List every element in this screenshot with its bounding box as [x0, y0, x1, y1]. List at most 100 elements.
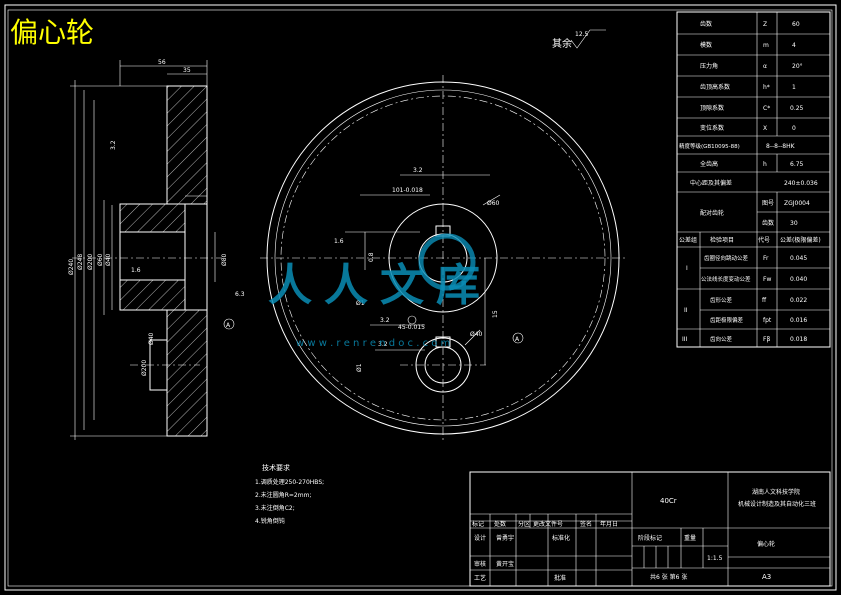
param-sym: h* — [763, 84, 770, 91]
mating-teeth: 30 — [790, 220, 798, 227]
param-val: 20° — [792, 63, 803, 70]
param-val: 4 — [792, 42, 796, 49]
dim-15: 15 — [492, 310, 499, 318]
param-name: 压力角 — [700, 62, 718, 70]
tb-reviewer: 黄开宝 — [496, 560, 514, 568]
dim-d1: Ø1 — [356, 300, 365, 307]
param-val: 8--8--8HK — [766, 143, 796, 150]
tol-item: 齿形公差 — [710, 296, 733, 304]
tol-group: III — [682, 336, 688, 343]
param-name: 模数 — [700, 41, 712, 49]
front-view — [260, 75, 626, 440]
dim-d60: Ø60 — [97, 253, 104, 266]
title-block — [469, 471, 831, 587]
param-val: 1 — [792, 84, 796, 91]
tb-approve: 批准 — [554, 574, 566, 582]
tb-size: A3 — [762, 573, 771, 581]
drawing-title: 偏心轮 — [10, 16, 94, 49]
tol-val: 0.022 — [790, 297, 807, 304]
dim-d248: Ø248 — [77, 254, 84, 270]
param-sym: m — [763, 42, 769, 49]
tb-material: 40Cr — [660, 497, 677, 505]
tb-project: 机械设计制造及其自动化三班 — [738, 500, 816, 508]
param-val: 60 — [792, 21, 800, 28]
dim-d80: Ø80 — [221, 253, 228, 266]
tol-group: II — [684, 307, 688, 314]
tol-header-item: 检验项目 — [710, 236, 734, 244]
dim-d1b: Ø1 — [356, 363, 363, 372]
tol-group: I — [686, 265, 688, 272]
tb-row-label: 签名 — [580, 520, 592, 528]
param-sym: C* — [763, 105, 770, 112]
datum-a-left: A — [226, 322, 231, 329]
tb-standard: 标准化 — [552, 534, 570, 542]
tol-val: 0.045 — [790, 255, 807, 262]
roughness-note: 其余 — [552, 37, 572, 50]
param-val: 0 — [792, 125, 796, 132]
param-sym: h — [763, 161, 767, 168]
param-val: 240±0.036 — [784, 180, 818, 187]
rough-3-2-front: 3.2 — [380, 317, 390, 324]
rough-6-3: 6.3 — [235, 291, 245, 298]
param-val: 6.75 — [790, 161, 804, 168]
dim-keyway2: 45-0.015 — [398, 324, 425, 331]
watermark-url: w w w . r e n r e n d o c . c o m — [296, 338, 450, 349]
dim-d60-front: Ø60 — [487, 200, 500, 207]
rough-top: 3.2 — [413, 167, 423, 174]
param-val: 0.25 — [790, 105, 804, 112]
param-name: 中心距及其偏差 — [690, 179, 732, 187]
param-name: 变位系数 — [700, 124, 724, 132]
rough-1-6-front: 1.6 — [334, 238, 344, 245]
section-view — [70, 60, 235, 440]
tol-header-val: 公差(极限偏差) — [780, 236, 821, 244]
tol-code: Fβ — [763, 336, 770, 343]
dim-d240: Ø240 — [68, 259, 75, 275]
roughness-value: 12.5 — [575, 31, 589, 38]
drawing-inner-frame — [7, 9, 833, 587]
datum-a-front: A — [515, 336, 520, 343]
dim-d40: Ø40 — [105, 253, 112, 266]
dim-keyway-width: 101-0.018 — [392, 187, 423, 194]
param-name: 齿顶高系数 — [700, 83, 730, 91]
param-sym: Z — [763, 21, 767, 28]
tb-craft: 工艺 — [474, 574, 486, 582]
tol-item: 齿距极限偏差 — [710, 316, 744, 324]
dim-35: 35 — [183, 67, 191, 74]
tb-row-label: 标记 — [472, 520, 484, 528]
mating-drawing-no: ZGJ0004 — [784, 200, 810, 207]
tech-req-item: 1.调质处理250-270HBS; — [255, 478, 324, 486]
dim-56: 56 — [158, 59, 166, 66]
tol-val: 0.040 — [790, 276, 807, 283]
param-name: 全齿高 — [700, 160, 718, 168]
dim-d200b: Ø200 — [141, 360, 148, 376]
tb-school: 湖南人文科技学院 — [752, 488, 800, 496]
tol-val: 0.016 — [790, 317, 807, 324]
tb-stage-label: 阶段标记 — [638, 534, 662, 542]
param-name: 齿数 — [700, 20, 712, 28]
tb-row-label: 更改文件号 — [533, 520, 563, 528]
tech-req-heading: 技术要求 — [262, 463, 290, 472]
tb-row-label: 处数 — [494, 520, 506, 528]
tol-code: ff — [762, 297, 767, 304]
tol-item: 齿向公差 — [710, 335, 733, 343]
roughness-symbol-icon — [570, 29, 606, 49]
mating-drawing-label: 图号 — [762, 200, 774, 207]
param-sym: α — [763, 63, 767, 70]
tol-code: fpt — [763, 317, 772, 324]
rough-3-2-low: 3.2 — [378, 341, 388, 348]
tb-row-label: 分区 — [518, 520, 530, 528]
rough-0-8: 0.8 — [368, 252, 375, 262]
tech-req-item: 2.未注圆角R=2mm; — [255, 491, 311, 499]
tb-sheet: 共6 张 第6 张 — [650, 573, 687, 581]
tb-part-name: 偏心轮 — [757, 540, 775, 548]
tb-review: 审核 — [474, 560, 486, 568]
rough-1-6: 1.6 — [131, 267, 141, 274]
tol-item: 公法线长度变动公差 — [701, 275, 751, 283]
dim-d40-front: Ø40 — [470, 331, 483, 338]
tb-weight-label: 重量 — [684, 534, 696, 542]
param-name: 精度等级(GB10095-88) — [679, 142, 740, 150]
tech-req-item: 4.锐角倒钝 — [255, 517, 285, 525]
tol-code: Fr — [763, 255, 769, 262]
drawing-frame — [4, 4, 837, 591]
